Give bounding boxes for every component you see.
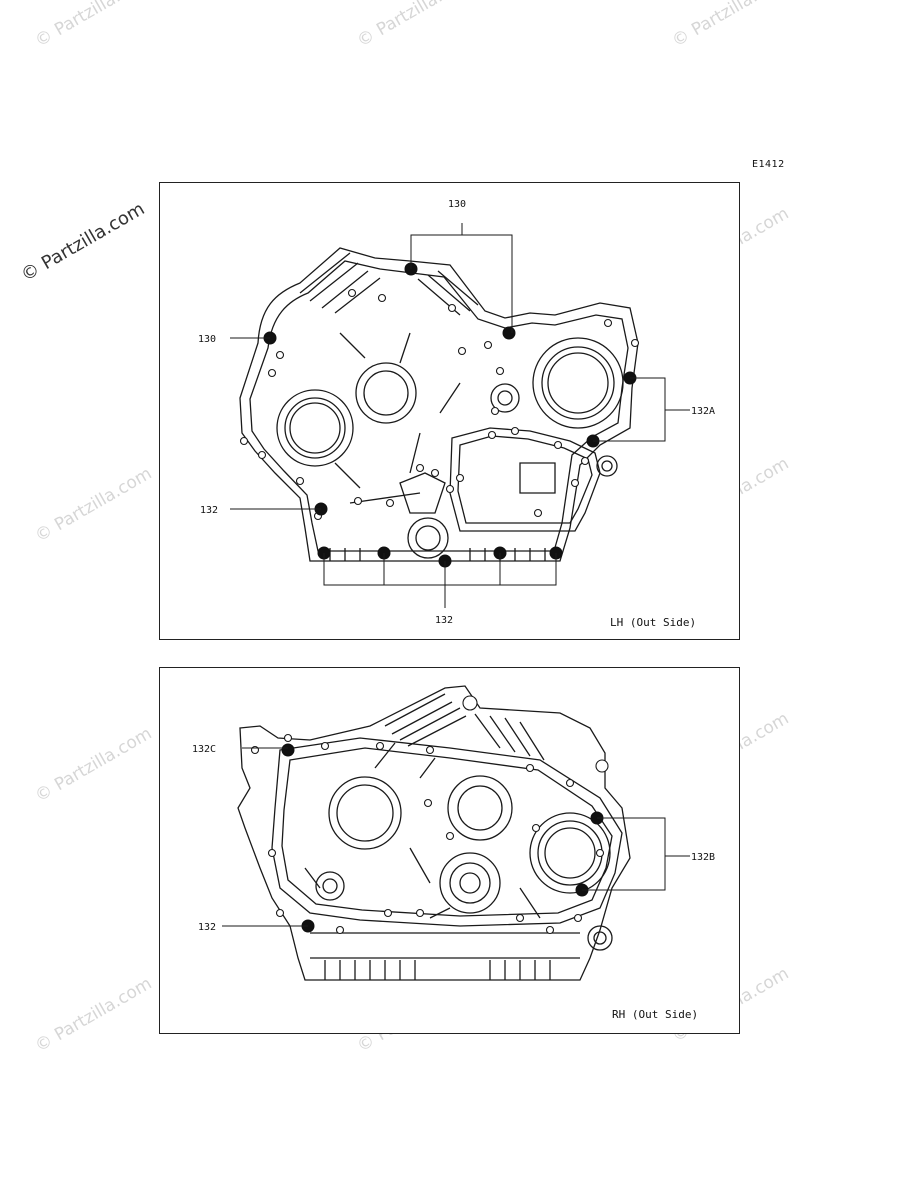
callout-label: 132 — [435, 615, 453, 626]
watermark: © Partzilla.com — [31, 463, 156, 547]
brand-label: © Partzilla.com — [17, 198, 149, 286]
crankcase-lh-drawing: 130 130 132A 132 132 LH (Out Side) — [198, 199, 715, 629]
watermark: © Partzilla.com — [31, 0, 156, 52]
crankcase-lh-panel: 130 130 132A 132 132 LH (Out Side) — [159, 182, 740, 640]
panel-caption-rh: RH (Out Side) — [612, 1008, 698, 1021]
diagram-code: E1412 — [752, 159, 785, 170]
callout-label: 130 — [448, 199, 466, 210]
callout-label: 132B — [691, 852, 715, 863]
callout-label: 130 — [198, 334, 216, 345]
panel-caption-lh: LH (Out Side) — [610, 616, 696, 629]
watermark: © Partzilla.com — [668, 0, 793, 52]
callout-label: 132C — [192, 744, 216, 755]
watermark: © Partzilla.com — [31, 973, 156, 1057]
crankcase-rh-drawing: 132C 132B 132 RH (Out Side) — [192, 685, 715, 1021]
watermark: © Partzilla.com — [31, 723, 156, 807]
callout-label: 132 — [198, 922, 216, 933]
callout-label: 132A — [691, 406, 715, 417]
callout-label: 132 — [200, 505, 218, 516]
watermark: © Partzilla.com — [353, 0, 478, 52]
crankcase-rh-panel: 132C 132B 132 RH (Out Side) — [159, 667, 740, 1034]
